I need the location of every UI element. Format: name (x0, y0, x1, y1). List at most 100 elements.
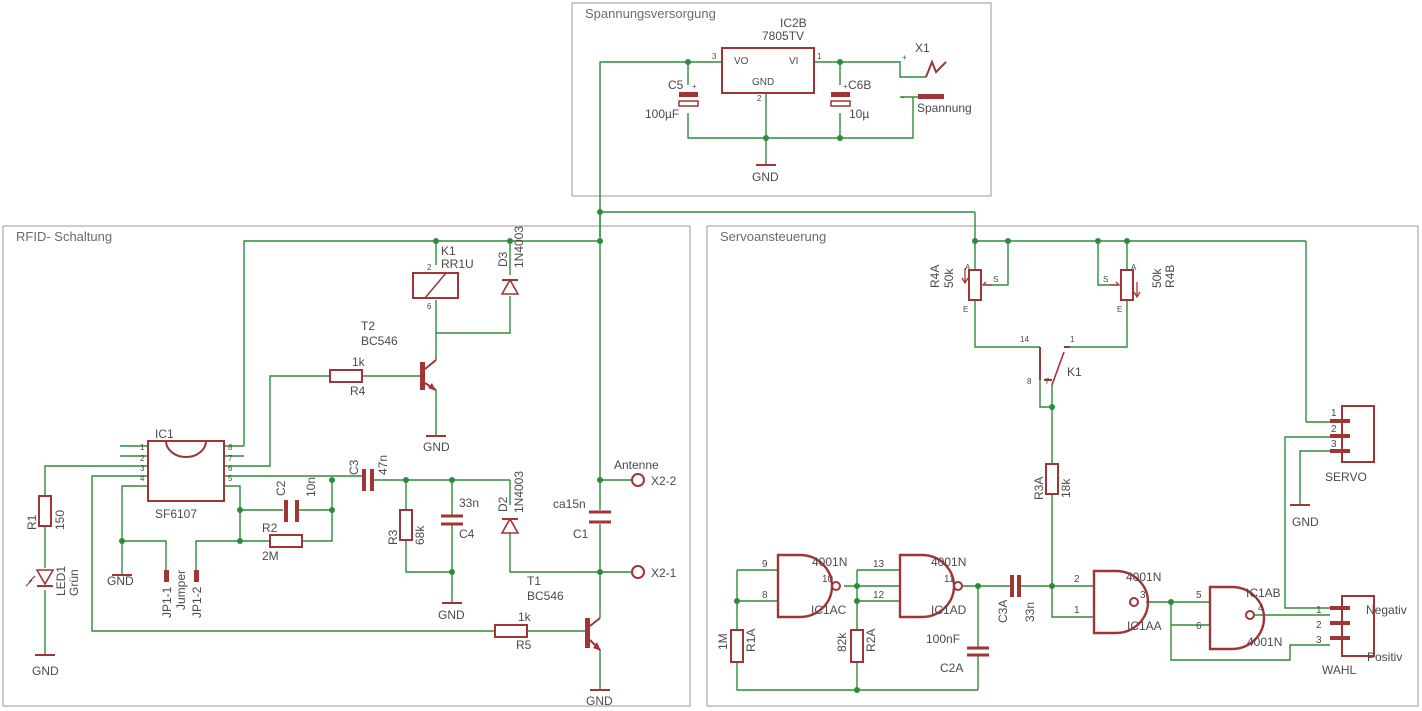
connector-x1: X1 + - Spannung (902, 41, 972, 115)
svg-text:C6B: C6B (848, 78, 871, 92)
svg-text:R3: R3 (386, 529, 400, 545)
svg-text:GND: GND (1292, 515, 1319, 529)
svg-text:-: - (902, 93, 905, 102)
svg-text:82k: 82k (835, 632, 849, 652)
potentiometer-r4a: A S E R4A 50k (928, 263, 998, 314)
svg-text:T2: T2 (361, 319, 375, 333)
svg-text:10: 10 (822, 574, 834, 585)
svg-text:IC1AD: IC1AD (931, 603, 967, 617)
svg-text:IC2B: IC2B (780, 16, 807, 30)
svg-text:A: A (1131, 263, 1137, 272)
svg-text:1N4003: 1N4003 (512, 471, 526, 513)
ic1-sf6107: IC1 SF6107 1 2 3 4 8 7 6 5 (140, 427, 233, 521)
svg-text:SF6107: SF6107 (155, 507, 197, 521)
terminal-x2-1: X2-1 (631, 565, 677, 580)
svg-text:6: 6 (1196, 621, 1202, 632)
svg-text:D2: D2 (496, 496, 510, 512)
svg-text:1: 1 (817, 52, 822, 61)
transistor-t2: T2 BC546 (361, 319, 437, 391)
svg-text:GND: GND (752, 77, 774, 88)
svg-text:1: 1 (1074, 605, 1080, 616)
resistor-r3a: R3A 18k (1032, 463, 1073, 500)
resistor-r5: 1k R5 (494, 610, 532, 652)
svg-text:GND: GND (423, 440, 450, 454)
svg-text:7: 7 (228, 454, 233, 463)
svg-text:2: 2 (427, 263, 432, 272)
relay-k1: 2 6 K1 RR1U (412, 244, 474, 311)
svg-text:100nF: 100nF (926, 632, 960, 646)
nor-gate-ic1ad: 13 12 11 4001N IC1AD (873, 553, 967, 619)
svg-text:4: 4 (140, 474, 145, 483)
svg-text:100µF: 100µF (645, 107, 679, 121)
svg-text:2: 2 (1331, 424, 1337, 435)
svg-text:6: 6 (228, 464, 233, 473)
nor-gate-ic1aa: 2 1 3 4001N IC1AA (1074, 569, 1162, 635)
potentiometer-r4b: A S E 50k R4B (1103, 263, 1177, 314)
capacitor-c2a: 100nF C2A (926, 632, 989, 675)
svg-text:LED1: LED1 (54, 566, 68, 596)
resistor-r3: R3 68k (386, 509, 427, 545)
svg-text:C1: C1 (573, 527, 589, 541)
svg-text:3: 3 (140, 464, 145, 473)
svg-text:IC1AB: IC1AB (1246, 586, 1281, 600)
svg-text:IC1AA: IC1AA (1127, 619, 1162, 633)
capacitor-c6b: + C6B 10µ (830, 78, 871, 121)
svg-text:68k: 68k (413, 525, 427, 545)
svg-text:X2-1: X2-1 (651, 566, 677, 580)
transistor-t1: T1 BC546 (527, 574, 601, 651)
diode-d2: D2 1N4003 (496, 471, 526, 534)
svg-text:R4A: R4A (928, 265, 942, 288)
gnd-t1: GND (586, 689, 613, 708)
svg-text:S: S (1103, 275, 1108, 284)
gnd-servo: GND (1290, 504, 1319, 529)
svg-text:2: 2 (757, 94, 762, 103)
svg-text:RR1U: RR1U (441, 257, 474, 271)
svg-text:IC1AC: IC1AC (811, 603, 847, 617)
svg-text:4001N: 4001N (812, 555, 847, 569)
svg-text:C2A: C2A (940, 661, 963, 675)
capacitor-c4: 33n C4 (441, 496, 479, 541)
svg-text:1k: 1k (518, 610, 532, 624)
svg-text:ca15n: ca15n (553, 497, 586, 511)
rfid-wires (44, 212, 633, 690)
svg-text:Jumper: Jumper (174, 570, 188, 610)
connector-wahl: 1 2 3 Negativ Positiv WAHL (1316, 595, 1407, 677)
svg-text:R2A: R2A (864, 629, 878, 652)
resistor-r2a: 82k R2A (835, 629, 878, 663)
svg-text:S: S (993, 275, 998, 284)
svg-text:1k: 1k (352, 355, 366, 369)
capacitor-c5: + C5 100µF (645, 78, 699, 121)
led1: LED1 Grün (25, 566, 81, 596)
svg-text:4001N: 4001N (1247, 635, 1282, 649)
svg-text:10n: 10n (304, 477, 318, 497)
resistor-r2: R2 2M (262, 521, 303, 563)
svg-text:50k: 50k (1150, 268, 1164, 288)
jumper-jp1: JP1-1 Jumper JP1-2 (160, 570, 204, 618)
diode-d3: D3 1N4003 (496, 226, 526, 295)
capacitor-c2: C2 10n (274, 477, 318, 522)
svg-text:8: 8 (228, 443, 233, 452)
svg-text:7805TV: 7805TV (762, 29, 804, 43)
capacitor-c3: C3 47n (347, 455, 390, 491)
resistor-r1: R1 150 (25, 495, 67, 530)
svg-text:8: 8 (762, 590, 768, 601)
svg-text:GND: GND (32, 664, 59, 678)
svg-text:R5: R5 (516, 638, 532, 652)
gnd-ic1: GND (107, 574, 134, 588)
svg-text:8: 8 (1027, 377, 1032, 386)
svg-text:X2-2: X2-2 (651, 474, 677, 488)
svg-text:GND: GND (752, 170, 779, 184)
svg-text:18k: 18k (1059, 478, 1073, 498)
svg-text:WAHL: WAHL (1322, 663, 1357, 677)
svg-text:47n: 47n (376, 455, 390, 475)
gnd-c4: GND (438, 602, 465, 622)
frame-power (571, 2, 992, 197)
svg-text:1: 1 (1070, 335, 1075, 344)
svg-text:33n: 33n (459, 496, 479, 510)
svg-text:Antenne: Antenne (614, 458, 659, 472)
svg-text:D3: D3 (496, 251, 510, 267)
voltage-regulator-ic2b: IC2B 7805TV VO VI GND 3 1 2 (712, 16, 822, 103)
svg-text:2: 2 (1074, 574, 1080, 585)
power-wires (599, 61, 976, 242)
svg-text:9: 9 (762, 559, 768, 570)
